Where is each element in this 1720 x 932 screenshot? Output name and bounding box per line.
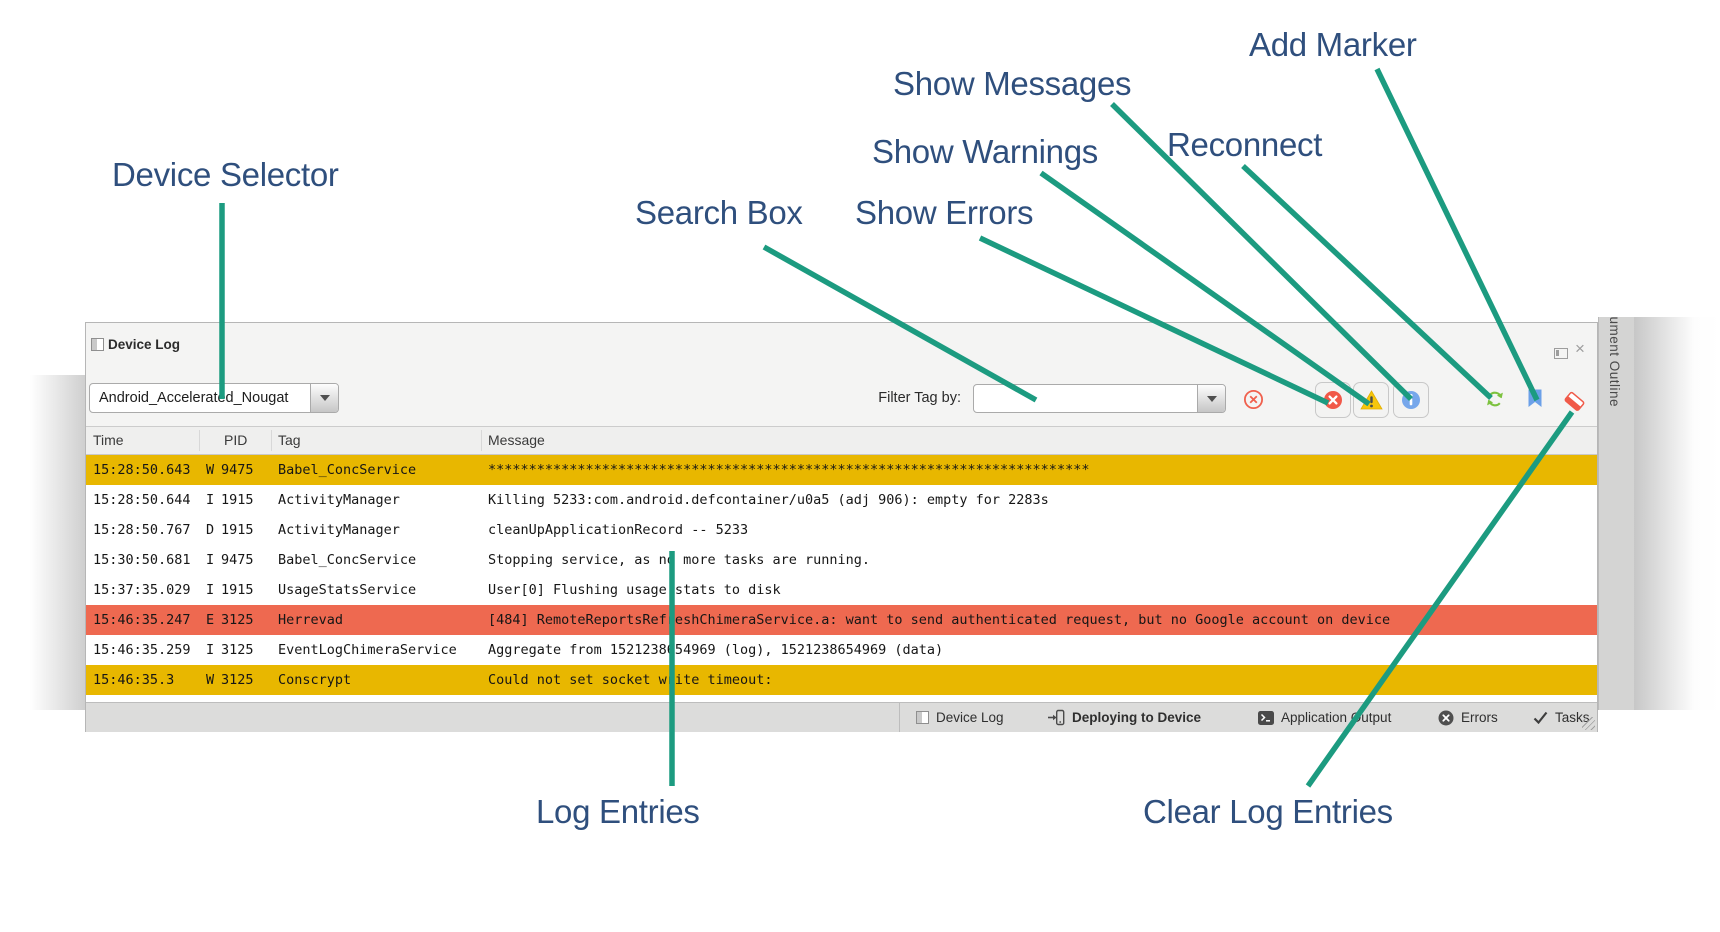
bookmark-icon [1528,389,1542,407]
col-header-tag[interactable]: Tag [278,432,301,448]
reconnect-button[interactable] [1484,388,1506,410]
resize-grip[interactable] [1582,717,1595,730]
filter-tag-combobox[interactable] [973,384,1226,413]
show-warnings-button[interactable] [1353,382,1389,418]
device-selector-dropdown[interactable]: Android_Accelerated_Nougat [89,383,339,413]
col-header-time[interactable]: Time [93,432,124,448]
annotation-clear-log-entries: Clear Log Entries [1143,793,1393,830]
error-circle-icon [1324,391,1342,409]
device-log-panel: Device Log × Android_Accelerated_Nougat … [85,322,1598,732]
check-icon [1533,711,1548,724]
annotation-show-warnings: Show Warnings [872,133,1098,170]
show-messages-button[interactable] [1393,382,1429,418]
clear-log-button[interactable] [1562,390,1586,414]
pane-tab-device-log[interactable]: Device Log [916,703,1004,732]
terminal-icon [1258,710,1274,725]
chevron-down-icon[interactable] [1197,385,1225,412]
annotation-reconnect: Reconnect [1167,126,1323,163]
annotation-search-box: Search Box [635,194,803,231]
add-marker-button[interactable] [1528,389,1542,408]
annotation-log-entries: Log Entries [536,793,700,830]
log-table-header: Time PID Tag Message [86,426,1597,455]
annotation-show-messages: Show Messages [893,65,1132,102]
panel-title: Device Log [108,337,181,352]
show-errors-button[interactable] [1315,382,1351,418]
annotation-device-selector: Device Selector [112,156,339,193]
info-circle-icon [1402,391,1420,409]
output-pane-bar: Device Log Deploying to Device Applicati… [86,702,1597,732]
annotation-add-marker: Add Marker [1249,26,1417,63]
pane-icon [916,711,929,724]
pane-tab-deploying[interactable]: Deploying to Device [1048,703,1201,732]
warning-triangle-icon [1359,390,1383,410]
annotation-show-errors: Show Errors [855,194,1034,231]
float-pane-icon[interactable] [1554,348,1568,359]
col-header-pid[interactable]: PID [224,432,248,448]
filter-tag-input[interactable] [974,385,1197,412]
reconnect-icon [1487,391,1503,407]
errors-circle-icon [1438,710,1454,725]
left-edge-gradient [30,375,85,710]
col-header-message[interactable]: Message [488,432,545,448]
close-icon[interactable]: × [1575,339,1585,358]
filter-tag-label: Filter Tag by: [878,390,961,406]
clear-filter-icon[interactable] [1243,389,1264,410]
pane-tab-application-output[interactable]: Application Output [1258,703,1391,732]
chevron-down-icon[interactable] [310,384,338,412]
eraser-icon [1564,391,1585,411]
document-outline-sidebar[interactable]: Document Outline [1598,317,1635,710]
pane-tab-errors[interactable]: Errors [1438,703,1498,732]
deploy-device-icon [1048,709,1065,726]
pane-icon [91,338,104,351]
right-edge-gradient [1634,317,1720,710]
device-selector-value: Android_Accelerated_Nougat [99,390,289,406]
document-outline-title: Document Outline [1607,317,1622,408]
